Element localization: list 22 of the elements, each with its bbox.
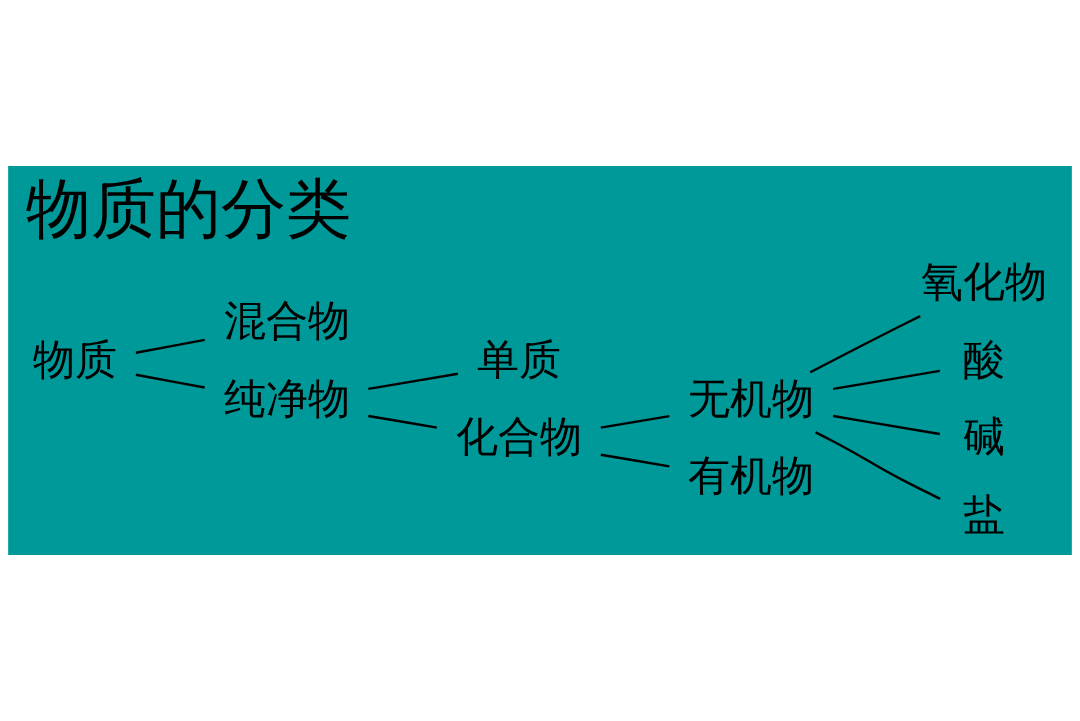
node-text: 单质: [477, 334, 562, 384]
node-text: 碱: [962, 412, 1005, 462]
connector: [815, 431, 941, 500]
connector: [135, 338, 205, 354]
connector: [135, 373, 205, 389]
node-text: 纯净物: [223, 373, 350, 423]
node-text: 无机物: [688, 373, 815, 423]
connector: [833, 369, 940, 391]
connector: [833, 414, 940, 436]
diagram-title: 物质的分类: [25, 170, 351, 246]
connector: [368, 414, 438, 429]
node-text: 有机物: [688, 451, 815, 501]
connector: [600, 453, 670, 468]
node-text: 氧化物: [920, 257, 1047, 307]
connector: [600, 414, 670, 429]
node-text: 酸: [962, 334, 1005, 384]
node-text: 物质: [33, 334, 118, 384]
node-text: 盐: [962, 489, 1005, 539]
connector: [809, 315, 921, 374]
node-text: 混合物: [223, 296, 350, 346]
connector: [368, 372, 459, 391]
node-text: 化合物: [456, 412, 583, 462]
